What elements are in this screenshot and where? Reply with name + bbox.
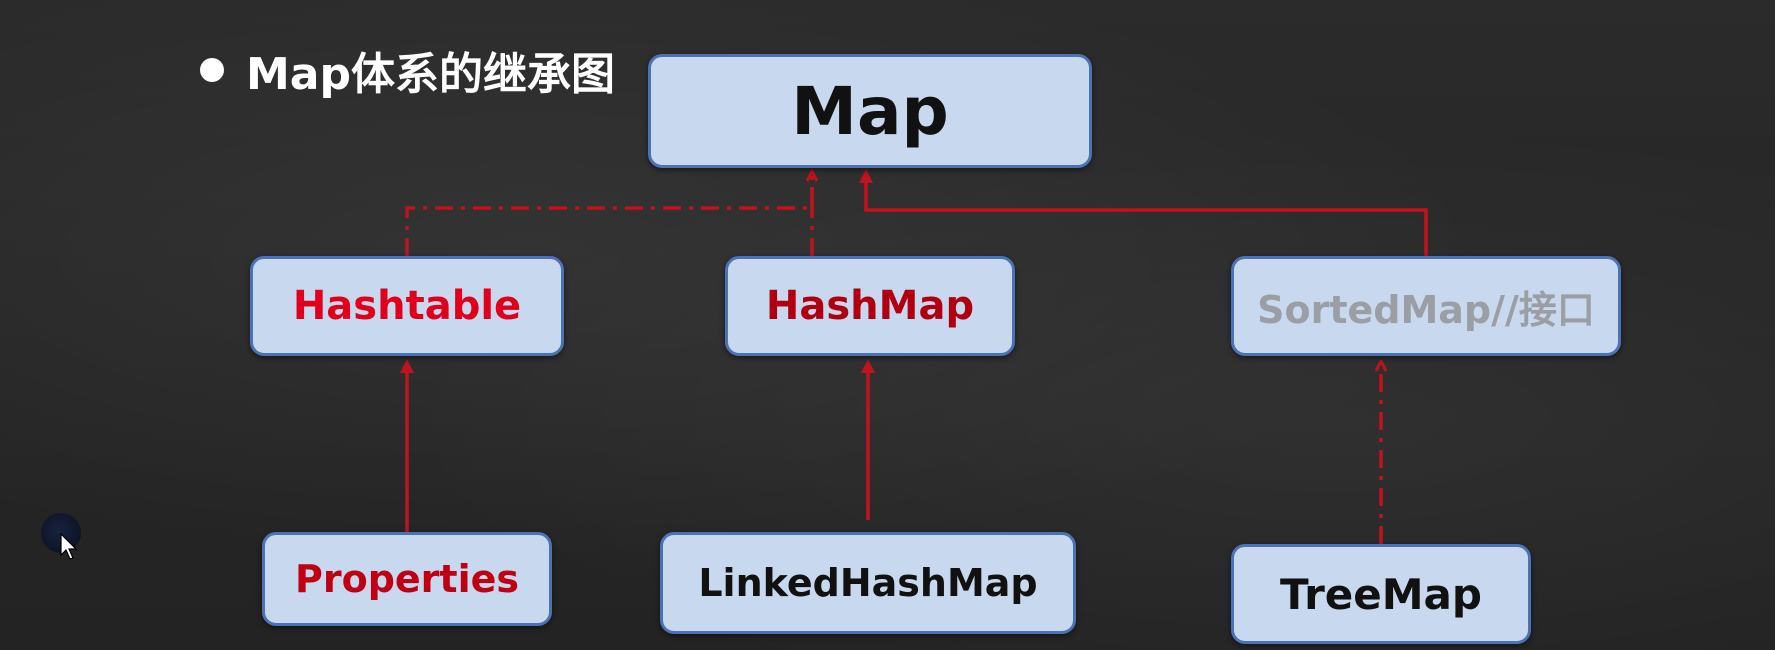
node-treemap: TreeMap bbox=[1231, 544, 1531, 644]
node-hashtable: Hashtable bbox=[250, 256, 564, 356]
node-sortedmap: SortedMap//接口 bbox=[1231, 256, 1621, 356]
edge-hashtable-to-map bbox=[405, 176, 812, 256]
edge-sortedmap-to-map bbox=[859, 169, 1428, 256]
bullet-icon bbox=[200, 58, 224, 82]
node-map: Map bbox=[648, 54, 1092, 168]
mouse-pointer-icon bbox=[60, 533, 78, 560]
heading: Map体系的继承图 bbox=[200, 38, 615, 102]
node-hashmap: HashMap bbox=[725, 256, 1015, 356]
node-linkedhashmap: LinkedHashMap bbox=[660, 532, 1076, 634]
node-properties: Properties bbox=[262, 532, 552, 626]
heading-text: Map体系的继承图 bbox=[246, 49, 615, 100]
